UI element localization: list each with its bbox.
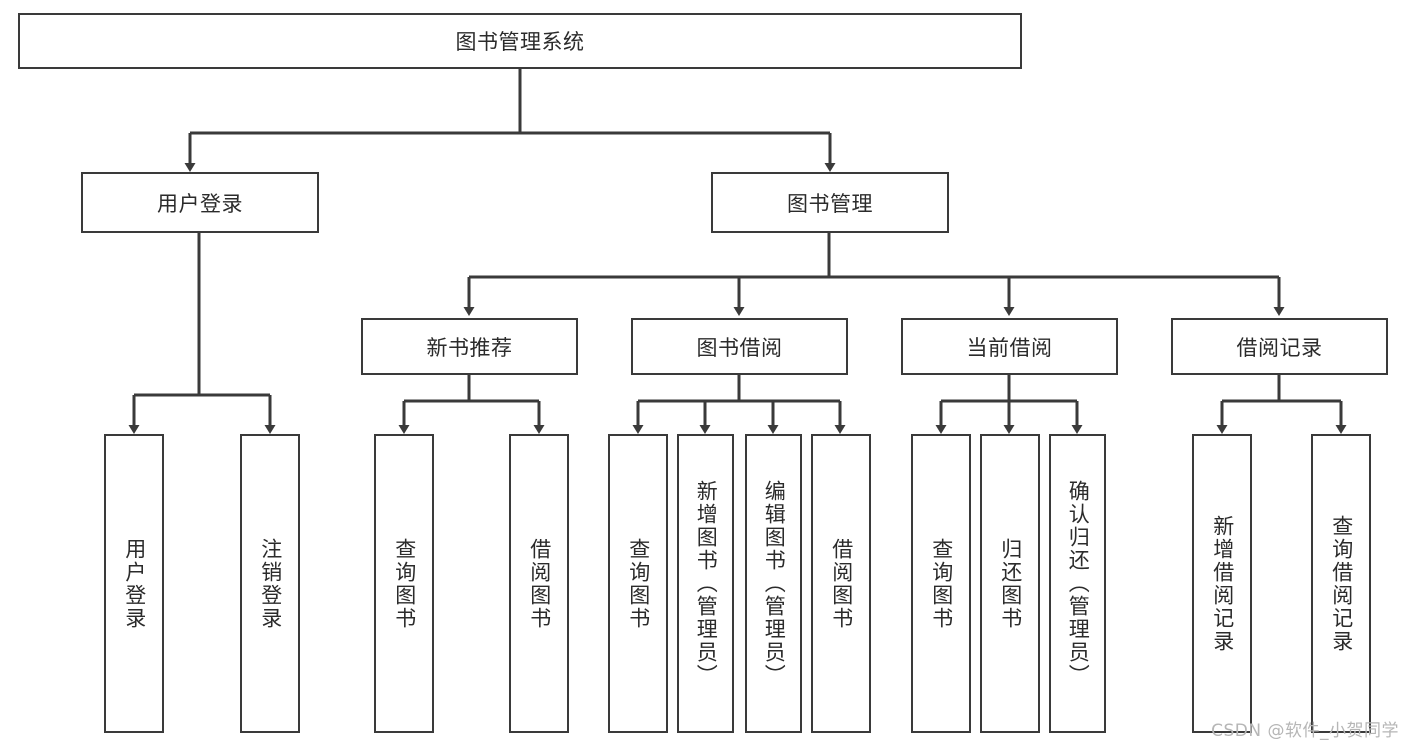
node-leaf-query-book-3-label: 查询图书: [929, 537, 954, 630]
node-leaf-query-book-2[interactable]: 查询图书: [608, 434, 668, 733]
node-leaf-return-book-label: 归还图书: [998, 537, 1023, 630]
node-leaf-query-record[interactable]: 查询借阅记录: [1311, 434, 1371, 733]
node-borrow-record[interactable]: 借阅记录: [1171, 318, 1388, 375]
node-new-book-recommend-label: 新书推荐: [426, 335, 513, 360]
node-new-book-recommend[interactable]: 新书推荐: [361, 318, 578, 375]
node-leaf-borrow-book-1-label: 借阅图书: [527, 537, 552, 630]
node-book-management[interactable]: 图书管理: [711, 172, 949, 233]
node-current-borrow-label: 当前借阅: [966, 335, 1053, 360]
node-leaf-user-logout-label: 注销登录: [258, 537, 283, 630]
node-root-label: 图书管理系统: [455, 30, 585, 54]
node-current-borrow[interactable]: 当前借阅: [901, 318, 1118, 375]
node-leaf-edit-book-label: 编辑图书（管理员）: [762, 480, 787, 687]
node-leaf-query-book-3[interactable]: 查询图书: [911, 434, 971, 733]
node-leaf-confirm-return-label: 确认归还（管理员）: [1066, 480, 1091, 687]
node-borrow-record-label: 借阅记录: [1236, 335, 1323, 360]
node-leaf-add-book[interactable]: 新增图书（管理员）: [677, 434, 734, 733]
node-leaf-edit-book[interactable]: 编辑图书（管理员）: [745, 434, 802, 733]
node-leaf-return-book[interactable]: 归还图书: [980, 434, 1040, 733]
node-leaf-query-book-1[interactable]: 查询图书: [374, 434, 434, 733]
node-leaf-query-record-label: 查询借阅记录: [1329, 514, 1354, 653]
node-leaf-add-record[interactable]: 新增借阅记录: [1192, 434, 1252, 733]
node-leaf-query-book-1-label: 查询图书: [392, 537, 417, 630]
node-leaf-borrow-book-2[interactable]: 借阅图书: [811, 434, 871, 733]
node-leaf-query-book-2-label: 查询图书: [626, 537, 651, 630]
node-leaf-confirm-return[interactable]: 确认归还（管理员）: [1049, 434, 1106, 733]
node-leaf-borrow-book-2-label: 借阅图书: [829, 537, 854, 630]
node-book-borrow[interactable]: 图书借阅: [631, 318, 848, 375]
node-root[interactable]: 图书管理系统: [18, 13, 1022, 69]
node-book-management-label: 图书管理: [787, 191, 873, 216]
watermark: CSDN @软件_小贺同学: [1211, 721, 1399, 741]
node-leaf-add-record-label: 新增借阅记录: [1210, 514, 1235, 653]
node-leaf-borrow-book-1[interactable]: 借阅图书: [509, 434, 569, 733]
node-user-login-label: 用户登录: [157, 191, 243, 216]
node-leaf-user-login[interactable]: 用户登录: [104, 434, 164, 733]
node-leaf-add-book-label: 新增图书（管理员）: [694, 480, 719, 687]
node-leaf-user-login-label: 用户登录: [122, 537, 147, 630]
node-user-login[interactable]: 用户登录: [81, 172, 319, 233]
node-leaf-user-logout[interactable]: 注销登录: [240, 434, 300, 733]
node-book-borrow-label: 图书借阅: [696, 335, 783, 360]
